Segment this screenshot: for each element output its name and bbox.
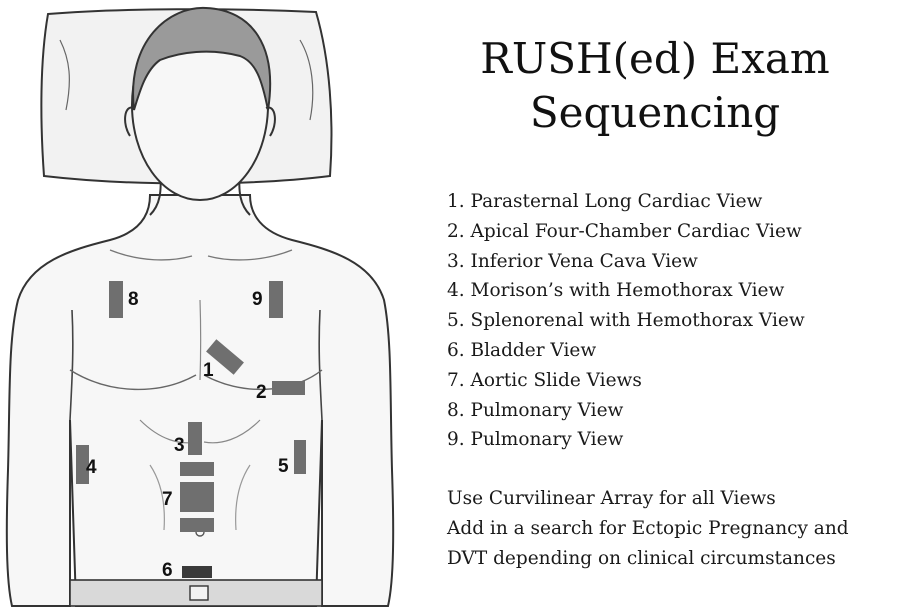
probe-label-7: 7	[162, 489, 173, 510]
view-item: 8. Pulmonary View	[447, 399, 624, 421]
rib-line-right	[203, 419, 261, 444]
title-line-2: Sequencing	[529, 88, 781, 137]
probe-label-6: 6	[162, 560, 173, 581]
belt-buckle	[189, 585, 209, 601]
view-item: 2. Apical Four-Chamber Cardiac View	[447, 220, 802, 242]
probe-5	[294, 440, 306, 474]
view-item: 6. Bladder View	[447, 339, 597, 361]
probe-7b	[180, 482, 214, 512]
probe-9	[269, 281, 283, 318]
page-title: RUSH(ed) Exam Sequencing	[420, 32, 890, 140]
sternum-line	[199, 299, 202, 381]
probe-label-3: 3	[174, 435, 185, 456]
probe-label-2: 2	[256, 382, 267, 403]
note-line: Use Curvilinear Array for all Views	[447, 488, 776, 509]
probe-label-9: 9	[252, 289, 263, 310]
note-line: DVT depending on clinical circumstances	[447, 547, 836, 569]
arm-line-left	[69, 309, 74, 421]
probe-label-8: 8	[128, 289, 139, 310]
view-item: 3. Inferior Vena Cava View	[447, 250, 698, 272]
note-line: Add in a search for Ectopic Pregnancy an…	[447, 517, 849, 539]
ear-left	[124, 106, 135, 137]
ear-right	[265, 106, 276, 137]
view-item: 9. Pulmonary View	[447, 429, 624, 451]
view-item: 4. Morison’s with Hemothorax View	[447, 280, 785, 302]
hair	[132, 6, 272, 111]
view-item: 7. Aortic Slide Views	[447, 369, 642, 391]
arm-line-right	[318, 309, 323, 421]
probe-label-4: 4	[86, 457, 97, 478]
probe-1	[206, 339, 244, 375]
abdomen-contour-right	[235, 464, 251, 531]
view-item: 1. Parasternal Long Cardiac View	[447, 191, 763, 212]
probe-7a	[180, 462, 214, 476]
clavicles	[109, 249, 293, 261]
probe-4	[76, 445, 89, 484]
pectoral-left	[69, 369, 197, 391]
pectoral-right	[203, 369, 323, 391]
view-item: 5. Splenorenal with Hemothorax View	[447, 310, 805, 332]
probe-label-5: 5	[278, 456, 289, 477]
probe-7c	[180, 518, 214, 532]
view-list: 1. Parasternal Long Cardiac View 2. Apic…	[447, 187, 805, 455]
abdomen-contour-left	[149, 464, 165, 531]
probe-3	[188, 422, 202, 455]
probe-2	[272, 381, 305, 395]
torso	[5, 194, 395, 607]
patient-illustration: 1 2 3 4 5 6 7 8 9	[5, 6, 395, 607]
pillow-crease	[59, 39, 314, 121]
title-line-1: RUSH(ed) Exam	[480, 34, 830, 83]
probe-6	[182, 566, 212, 578]
notes: Use Curvilinear Array for all Views Add …	[447, 484, 849, 573]
probe-8	[109, 281, 123, 318]
probe-label-1: 1	[203, 360, 214, 381]
